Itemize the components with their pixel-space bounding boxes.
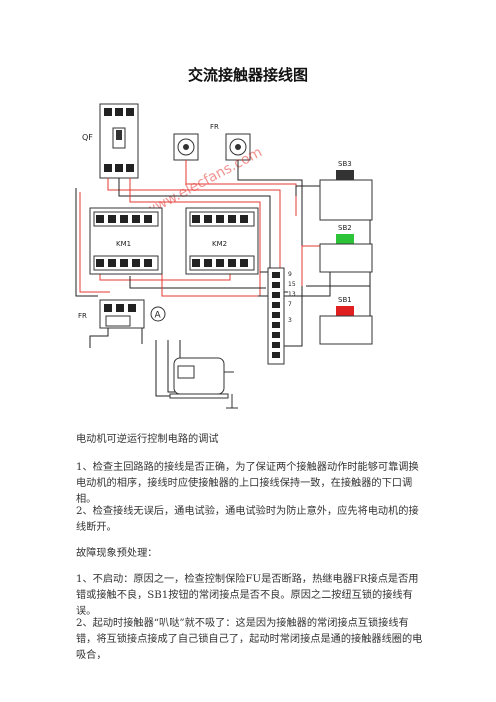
terminal-block [267, 267, 285, 365]
sb1-label: SB1 [338, 296, 352, 304]
sb3-button [319, 170, 373, 221]
fault-2: 2、起动时接触器“叭哒”就不吸了：这是因为接触器的常闭接点互锁接线有错，将互锁接… [76, 616, 428, 664]
km1-contactor [89, 207, 163, 275]
wiring-diagram: QF FR www.elecfans.com [70, 96, 390, 418]
paragraph-2: 2、检查接线无误后，通电试验，通电试验时为防止意外，应先将电动机的接线断开。 [76, 506, 419, 533]
fr-bottom-label: FR [78, 312, 87, 320]
qf-breaker [99, 103, 139, 179]
paragraph-5: 2、起动时接触器“叭哒”就不吸了：这是因为接触器的常闭接点互锁接线有错，将互锁接… [76, 618, 423, 661]
sb1-button [319, 306, 373, 345]
terminal-3: 3 [288, 317, 292, 324]
qf-label: QF [82, 133, 93, 142]
wires [75, 160, 371, 397]
terminal-13: 13 [288, 291, 296, 298]
km2-label: KM2 [212, 240, 227, 248]
terminal-15: 15 [288, 281, 296, 288]
paragraph-4: 1、不启动：原因之一，检查控制保险FU是否断路，热继电器FR接点是否用错或接触不… [76, 574, 419, 617]
paragraph-1: 1、检查主回路路的接线是否正确，为了保证两个接触器动作时能够可靠调换电动机的相序… [76, 462, 419, 505]
terminal-9: 9 [288, 271, 292, 278]
sb2-button [319, 234, 373, 273]
fuse-holders [173, 133, 251, 161]
step-2: 2、检查接线无误后，通电试验，通电试验时为防止意外，应先将电动机的接线断开。 [76, 504, 428, 536]
paragraph-3: 故障现象预处理： [76, 548, 158, 559]
ammeter-label: A [155, 311, 162, 321]
ammeter-icon [150, 306, 166, 322]
sb2-label: SB2 [338, 224, 352, 232]
terminal-7: 7 [288, 301, 292, 308]
paragraph-0: 电动机可逆运行控制电路的调试 [76, 434, 219, 445]
thermal-relay [99, 299, 145, 329]
fault-1: 1、不启动：原因之一，检查控制保险FU是否断路，热继电器FR接点是否用错或接触不… [76, 572, 428, 620]
intro-heading: 电动机可逆运行控制电路的调试 [76, 432, 428, 448]
page-title: 交流接触器接线图 [187, 66, 308, 84]
fr-top-label: FR [210, 123, 219, 131]
fault-heading: 故障现象预处理： [76, 546, 428, 562]
step-1: 1、检查主回路路的接线是否正确，为了保证两个接触器动作时能够可靠调换电动机的相序… [76, 460, 428, 508]
sb3-label: SB3 [338, 160, 352, 168]
km2-contactor [185, 207, 259, 275]
motor [169, 357, 238, 409]
km1-label: KM1 [116, 240, 131, 248]
